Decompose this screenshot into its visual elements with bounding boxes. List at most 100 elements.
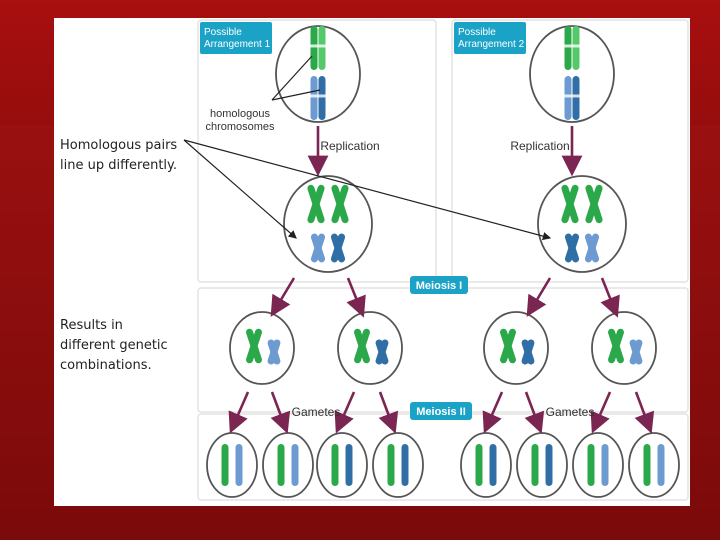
parent-2-blue-chromosome-chromatid-b [572, 76, 580, 120]
gamete-2 [262, 432, 314, 498]
meiosis1-arrow-1 [270, 277, 296, 317]
gamete-2-green-chromosome [277, 444, 285, 486]
meiosis2-arrow-2 [270, 391, 291, 434]
gamete-6 [516, 432, 568, 498]
panel-frames [197, 19, 689, 501]
meiosis2-arrow-3 [334, 391, 356, 434]
gamete-8-green-chromosome [643, 444, 651, 486]
gamete-5 [460, 432, 512, 498]
parent-1-green-chromosome-centromere [310, 44, 326, 48]
arrows-layer [228, 126, 655, 434]
gamete-8-membrane [628, 432, 680, 498]
gamete-5-membrane [460, 432, 512, 498]
results-note: Results in different genetic combination… [60, 316, 168, 376]
meiosis1-cell-2-membrane [337, 311, 403, 385]
results-line-3: combinations. [60, 358, 152, 373]
meiosis1-cell-1 [229, 311, 295, 385]
gamete-3-green-chromosome [331, 444, 339, 486]
meiosis1-cell-3 [483, 311, 549, 385]
rep-1-green-x-2-arm-b [331, 184, 349, 224]
gamete-2-blue-chromosome [291, 444, 299, 486]
pointer-to-left-pairs [183, 139, 297, 239]
rep-1-blue-x-1-arm-b [310, 233, 326, 263]
m1-1-green-x [246, 328, 262, 364]
callout-pointers [183, 55, 552, 241]
m1-1-blue-x [267, 339, 281, 365]
rep-2-green-x-2 [585, 184, 603, 224]
replicated-cell-2-membrane [537, 175, 627, 273]
gamete-7 [572, 432, 624, 498]
rep-1-blue-x-1 [310, 233, 326, 263]
meiosis-1-label-box [410, 276, 468, 294]
meiosis1-cell-2 [337, 311, 403, 385]
gamete-2-membrane [262, 432, 314, 498]
gamete-8 [628, 432, 680, 498]
m1-4-blue-x-arm-b [629, 339, 643, 365]
results-line-1: Results in [60, 318, 123, 333]
arrangement-2-tag-line-2: Arrangement 2 [458, 39, 525, 50]
meiosis2-arrow-8 [634, 391, 655, 434]
gamete-4-green-chromosome [387, 444, 395, 486]
parent-1-blue-chromosome-centromere [310, 94, 326, 98]
gamete-8-blue-chromosome [657, 444, 665, 486]
m1-3-blue-x-arm-b [521, 339, 535, 365]
gamete-5-blue-chromosome [489, 444, 497, 486]
gamete-4 [372, 432, 424, 498]
gamete-3-membrane [316, 432, 368, 498]
rep-1-green-x-1-arm-b [307, 184, 325, 224]
replicated-cell-1 [283, 175, 373, 273]
arrangement-2-tag-box [454, 22, 526, 54]
rep-1-green-x-1 [307, 184, 325, 224]
m1-1-blue-x-arm-b [267, 339, 281, 365]
parent-1-blue-chromosome-chromatid-a [310, 76, 318, 120]
m1-2-blue-x-arm-b [375, 339, 389, 365]
parent-cell-2-membrane [529, 25, 615, 123]
replication-label-2: Replication [510, 139, 569, 153]
rep-2-blue-x-1 [564, 233, 580, 263]
arrangement-1-tag-box [200, 22, 272, 54]
meiosis2-arrow-4 [378, 391, 399, 434]
m1-3-green-x-arm-b [500, 328, 516, 364]
gamete-5-green-chromosome [475, 444, 483, 486]
gamete-1-blue-chromosome [235, 444, 243, 486]
parent-cell-2 [529, 25, 615, 123]
m1-4-green-x [608, 328, 624, 364]
replicated-cell-1-membrane [283, 175, 373, 273]
frame-top-right [451, 19, 689, 283]
m1-4-green-x-arm-b [608, 328, 624, 364]
meiosis1-cell-1-membrane [229, 311, 295, 385]
homologous-pairs-note: Homologous pairs line up differently. [60, 136, 177, 176]
gamete-6-blue-chromosome [545, 444, 553, 486]
rep-1-green-x-2 [331, 184, 349, 224]
rep-2-green-x-2-arm-b [585, 184, 603, 224]
m1-2-blue-x [375, 339, 389, 365]
parent-2-green-chromosome-chromatid-b [572, 26, 580, 70]
gamete-7-green-chromosome [587, 444, 595, 486]
meiosis-1-label: Meiosis I [410, 276, 468, 294]
m1-3-blue-x [521, 339, 535, 365]
meiosis-2-label-text: Meiosis II [416, 406, 466, 418]
arrangement-1-tag-line-1: Possible [204, 27, 242, 38]
pointer-to-lower-chromosome [271, 89, 321, 101]
meiosis-2-label: Meiosis II [410, 402, 472, 420]
meiosis1-cell-4 [591, 311, 657, 385]
gamete-1-membrane [206, 432, 258, 498]
m1-2-green-x-arm-b [354, 328, 370, 364]
parent-1-blue-chromosome-chromatid-b [318, 76, 326, 120]
rep-2-blue-x-2-arm-b [584, 233, 600, 263]
gamete-7-membrane [572, 432, 624, 498]
parent-cell-1 [275, 25, 361, 123]
meiosis1-cell-3-membrane [483, 311, 549, 385]
parent-2-blue-chromosome-centromere [564, 94, 580, 98]
m1-1-green-x-arm-b [246, 328, 262, 364]
gamete-3 [316, 432, 368, 498]
meiosis2-arrow-5 [482, 391, 504, 434]
meiosis2-arrow-6 [524, 391, 545, 434]
gamete-4-blue-chromosome [401, 444, 409, 486]
m1-4-blue-x [629, 339, 643, 365]
